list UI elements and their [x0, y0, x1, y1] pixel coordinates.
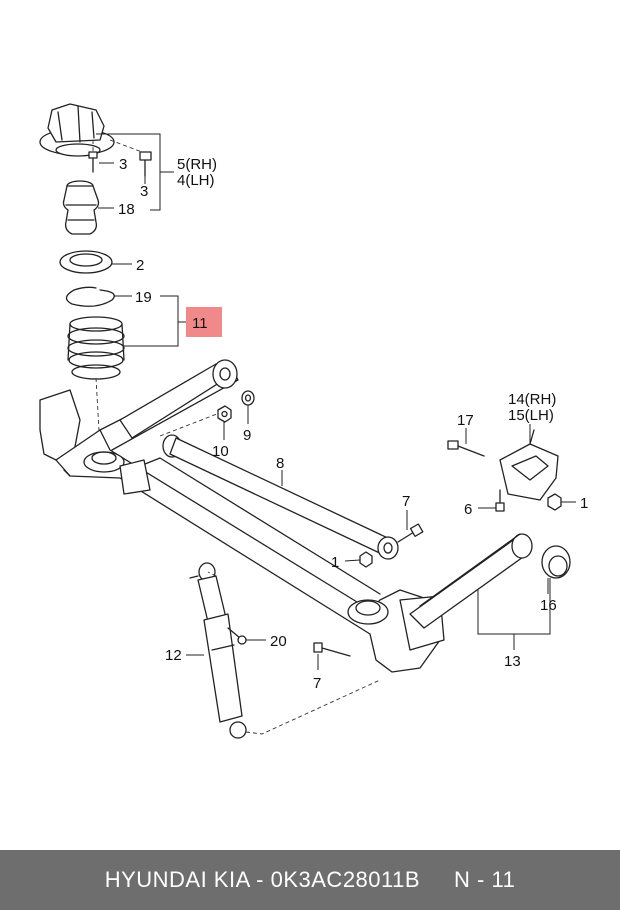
footer-part-number: HYUNDAI KIA - 0K3AC28011B: [104, 867, 421, 892]
highlight-box-11: [186, 307, 222, 337]
callout-1b: 1: [331, 554, 339, 571]
nut-1-lower: [359, 551, 373, 568]
lateral-rod: [162, 434, 399, 560]
bolt-17: [447, 440, 485, 457]
leader-lines: [96, 133, 576, 670]
bolt-3-right: [139, 151, 152, 177]
callout-11: 11: [192, 315, 208, 332]
bolt-6: [495, 489, 505, 512]
bushing-16: [541, 545, 571, 579]
coil-spring: [67, 316, 125, 380]
callout-5: 5(RH): [177, 156, 217, 173]
callout-14: 14(RH): [508, 391, 556, 408]
callout-7a: 7: [402, 493, 410, 510]
bolt-7-lower: [313, 642, 351, 657]
footer-bar: HYUNDAI KIA - 0K3AC28011B N - 11: [0, 850, 620, 910]
callout-15: 15(LH): [508, 407, 554, 424]
shock-absorber: [189, 562, 247, 739]
left-trailing-arm: [119, 359, 238, 439]
callout-18: 18: [118, 201, 135, 218]
bump-stopper: [62, 180, 100, 235]
callout-10: 10: [212, 443, 229, 460]
bolt-3-left: [88, 151, 98, 173]
callout-1a: 1: [580, 495, 588, 512]
nut-1-bracket: [547, 493, 562, 511]
bolt-20: [227, 627, 247, 645]
callout-3b: 3: [140, 183, 148, 200]
mount-bracket: [499, 429, 559, 501]
callout-20: 20: [270, 633, 287, 650]
callout-labels: 3 3 5(RH) 4(LH) 18 2 19 11 10 9 8 17 14(…: [118, 156, 588, 692]
nut-10: [217, 405, 232, 423]
callout-2: 2: [136, 257, 144, 274]
callout-8: 8: [276, 455, 284, 472]
callout-13: 13: [504, 653, 521, 670]
torsion-beam-axle: [39, 363, 445, 673]
callout-4: 4(LH): [177, 172, 215, 189]
bolt-7-upper: [397, 523, 424, 543]
callout-9: 9: [243, 427, 251, 444]
callout-3a: 3: [119, 156, 127, 173]
footer-page-number: N - 11: [454, 867, 516, 892]
callout-12: 12: [165, 647, 182, 664]
callout-19: 19: [135, 289, 152, 306]
ring-clip: [65, 286, 115, 307]
washer-9: [241, 390, 255, 406]
callout-16: 16: [540, 597, 557, 614]
right-trailing-arm: [409, 533, 533, 629]
callout-7b: 7: [313, 675, 321, 692]
suspension-diagram: 3 3 5(RH) 4(LH) 18 2 19 11 10 9 8 17 14(…: [39, 103, 588, 739]
spring-pad: [59, 250, 113, 274]
upper-spring-mount: [39, 103, 115, 157]
callout-6: 6: [464, 501, 472, 518]
callout-17: 17: [457, 412, 474, 429]
